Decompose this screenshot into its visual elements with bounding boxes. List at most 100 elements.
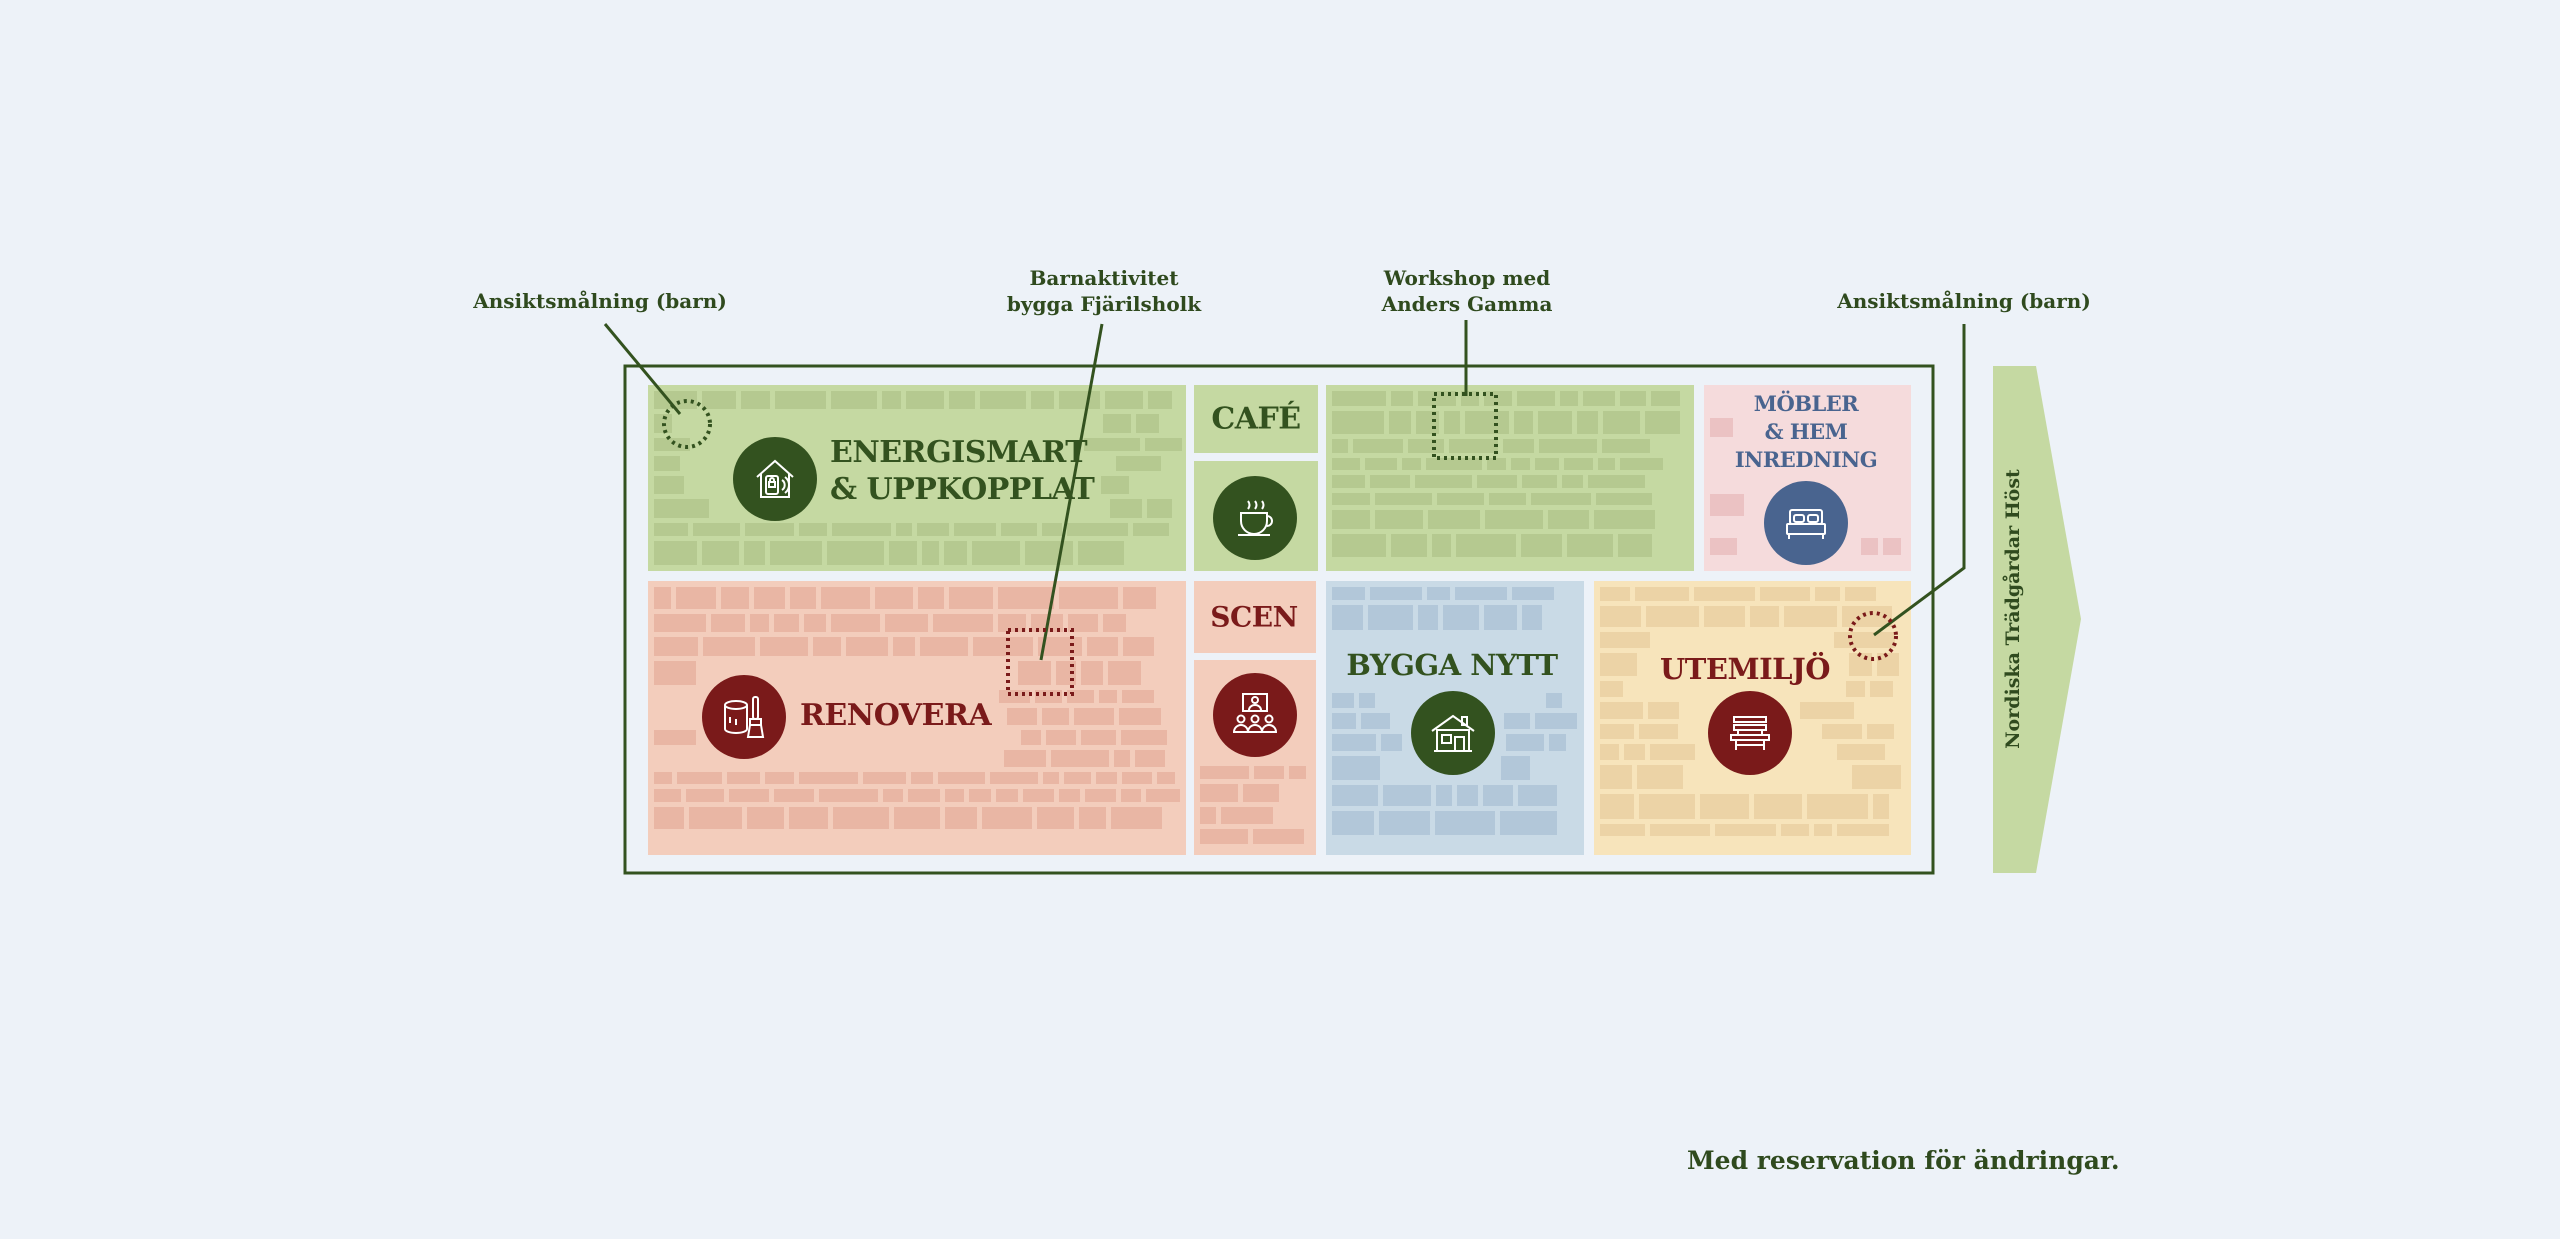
booth — [729, 789, 769, 802]
booth — [1624, 744, 1645, 760]
booth — [1639, 724, 1678, 739]
booth-grid — [654, 391, 1901, 844]
booth — [1600, 632, 1650, 648]
booth — [1457, 785, 1478, 806]
booth — [1146, 789, 1180, 802]
booth — [1037, 807, 1074, 829]
booth — [1485, 510, 1543, 529]
booth — [1600, 702, 1643, 719]
booth — [1760, 587, 1810, 601]
booth — [1435, 811, 1495, 835]
booth — [1834, 632, 1895, 648]
booth — [917, 523, 949, 536]
booth — [1332, 693, 1354, 708]
booth — [1651, 391, 1680, 406]
booth — [1500, 811, 1557, 835]
booth — [1600, 724, 1634, 739]
booth — [1620, 391, 1646, 406]
booth — [1043, 772, 1059, 784]
booth — [1600, 744, 1619, 760]
booth — [727, 772, 760, 784]
callout-line-face-paint-right — [1873, 324, 1966, 637]
booth — [1253, 829, 1304, 844]
booth — [1477, 475, 1517, 488]
booth — [1700, 794, 1749, 819]
booth — [933, 614, 993, 632]
booth — [1596, 493, 1652, 505]
zone-label-text: CAFÉ — [1211, 401, 1301, 437]
activity-marker-workshop — [1432, 392, 1498, 460]
zone-label-line3: INREDNING — [1734, 447, 1878, 472]
booth — [774, 614, 799, 632]
zone-label-text: SCEN — [1210, 600, 1298, 634]
booth — [1531, 493, 1591, 505]
booth — [827, 541, 884, 565]
booth — [1521, 534, 1562, 557]
booth — [1618, 534, 1652, 557]
callout-face-paint-right: Ansiktsmålning (barn) — [1837, 288, 2091, 314]
activity-marker-kids-activity — [1006, 628, 1074, 696]
booth — [789, 807, 828, 829]
booth — [1068, 614, 1098, 632]
booth — [906, 391, 944, 409]
callout-text: Ansiktsmålning (barn) — [473, 289, 727, 313]
booth — [1121, 789, 1141, 802]
booth — [1849, 653, 1872, 676]
booth — [982, 807, 1032, 829]
booth — [1600, 681, 1623, 697]
booth — [1359, 693, 1375, 708]
booth — [654, 637, 698, 656]
booth — [885, 614, 928, 632]
booth — [883, 789, 903, 802]
booth — [1583, 391, 1615, 406]
booth — [654, 541, 697, 565]
booth — [1867, 724, 1894, 739]
booth — [703, 637, 755, 656]
booth — [1289, 766, 1306, 779]
booth — [1074, 708, 1114, 725]
booth — [1837, 824, 1889, 836]
coffee-cup-icon — [1213, 476, 1297, 560]
zone-label-bygga-nytt: BYGGA NYTT — [1346, 648, 1558, 682]
booth — [1455, 587, 1507, 600]
booth — [1504, 713, 1530, 729]
booth — [954, 523, 996, 536]
booth — [1418, 391, 1456, 406]
booth — [1503, 439, 1534, 453]
zone-label-line1: MÖBLER — [1753, 391, 1859, 416]
booth — [1846, 681, 1865, 697]
hall-outline — [623, 364, 1935, 875]
zone-label-mobler: MÖBLER & HEM INREDNING — [1734, 390, 1878, 474]
callout-text-line1: Barnaktivitet — [1029, 266, 1179, 290]
booth — [1807, 794, 1868, 819]
booth — [1800, 702, 1854, 719]
booth — [1375, 493, 1432, 505]
booth — [1200, 829, 1248, 844]
booth — [1332, 811, 1374, 835]
booth — [945, 807, 977, 829]
booth — [1567, 534, 1613, 557]
booth — [1375, 510, 1423, 529]
booth — [1539, 439, 1597, 453]
booth — [875, 587, 913, 609]
booth — [770, 541, 822, 565]
booth — [1600, 587, 1630, 601]
booth — [1099, 690, 1117, 703]
booth — [1332, 785, 1378, 806]
booth — [1021, 730, 1041, 745]
booth — [1443, 605, 1479, 630]
booth — [1078, 541, 1124, 565]
booth — [1408, 439, 1444, 453]
booth — [1332, 411, 1384, 434]
booth — [1877, 653, 1899, 676]
booth — [1402, 458, 1421, 470]
booth — [1067, 690, 1094, 703]
house-icon — [1411, 691, 1495, 775]
booth — [1123, 637, 1154, 656]
booth — [1456, 534, 1516, 557]
booth — [1087, 637, 1118, 656]
booth — [1332, 475, 1365, 488]
booth — [654, 456, 680, 471]
booth — [654, 438, 690, 451]
